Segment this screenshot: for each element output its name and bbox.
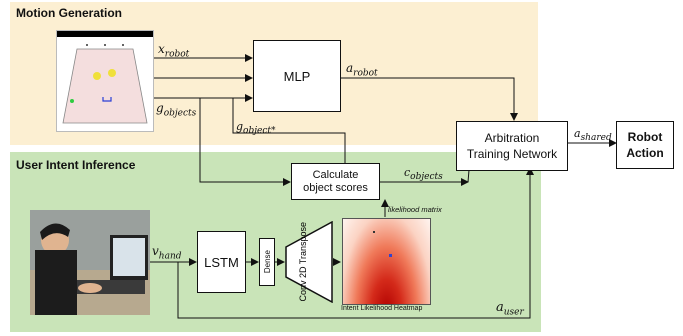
- c-objects-label: cobjects: [404, 166, 443, 183]
- g-objects-label: gobjects: [156, 101, 197, 119]
- heatmap-marker: [373, 231, 375, 233]
- calculate-object-scores-block: Calculate object scores: [291, 163, 380, 200]
- arbitration-network-block: Arbitration Training Network: [456, 121, 568, 171]
- dense-block: Dense: [259, 238, 275, 286]
- a-robot-label: arobot: [346, 61, 378, 79]
- user-intent-title: User Intent Inference: [16, 158, 136, 172]
- dense-label: Dense: [262, 250, 272, 274]
- g-object-star-label: gobject*: [236, 120, 276, 137]
- v-hand-label: vhand: [152, 244, 182, 262]
- hand-marker: [389, 254, 392, 257]
- conv-transpose-label: Conv 2D Transpose: [298, 222, 308, 302]
- robot-action-block: Robot Action: [616, 121, 674, 169]
- a-user-label: auser: [496, 300, 524, 318]
- robot-simulation-image: [56, 30, 154, 132]
- heatmap-caption: Intent Likelihood Heatmap: [341, 305, 423, 312]
- mlp-block: MLP: [253, 40, 341, 112]
- a-shared-label: ashared: [574, 127, 612, 144]
- conv-transpose-block: Conv 2D Transpose: [285, 221, 333, 303]
- lstm-block: LSTM: [197, 231, 246, 293]
- user-photo: [30, 210, 150, 315]
- x-robot-label: xrobot: [158, 42, 190, 60]
- likelihood-matrix-label: likelihood matrix: [388, 205, 442, 214]
- motion-generation-title: Motion Generation: [16, 6, 122, 20]
- intent-likelihood-heatmap: [342, 218, 431, 305]
